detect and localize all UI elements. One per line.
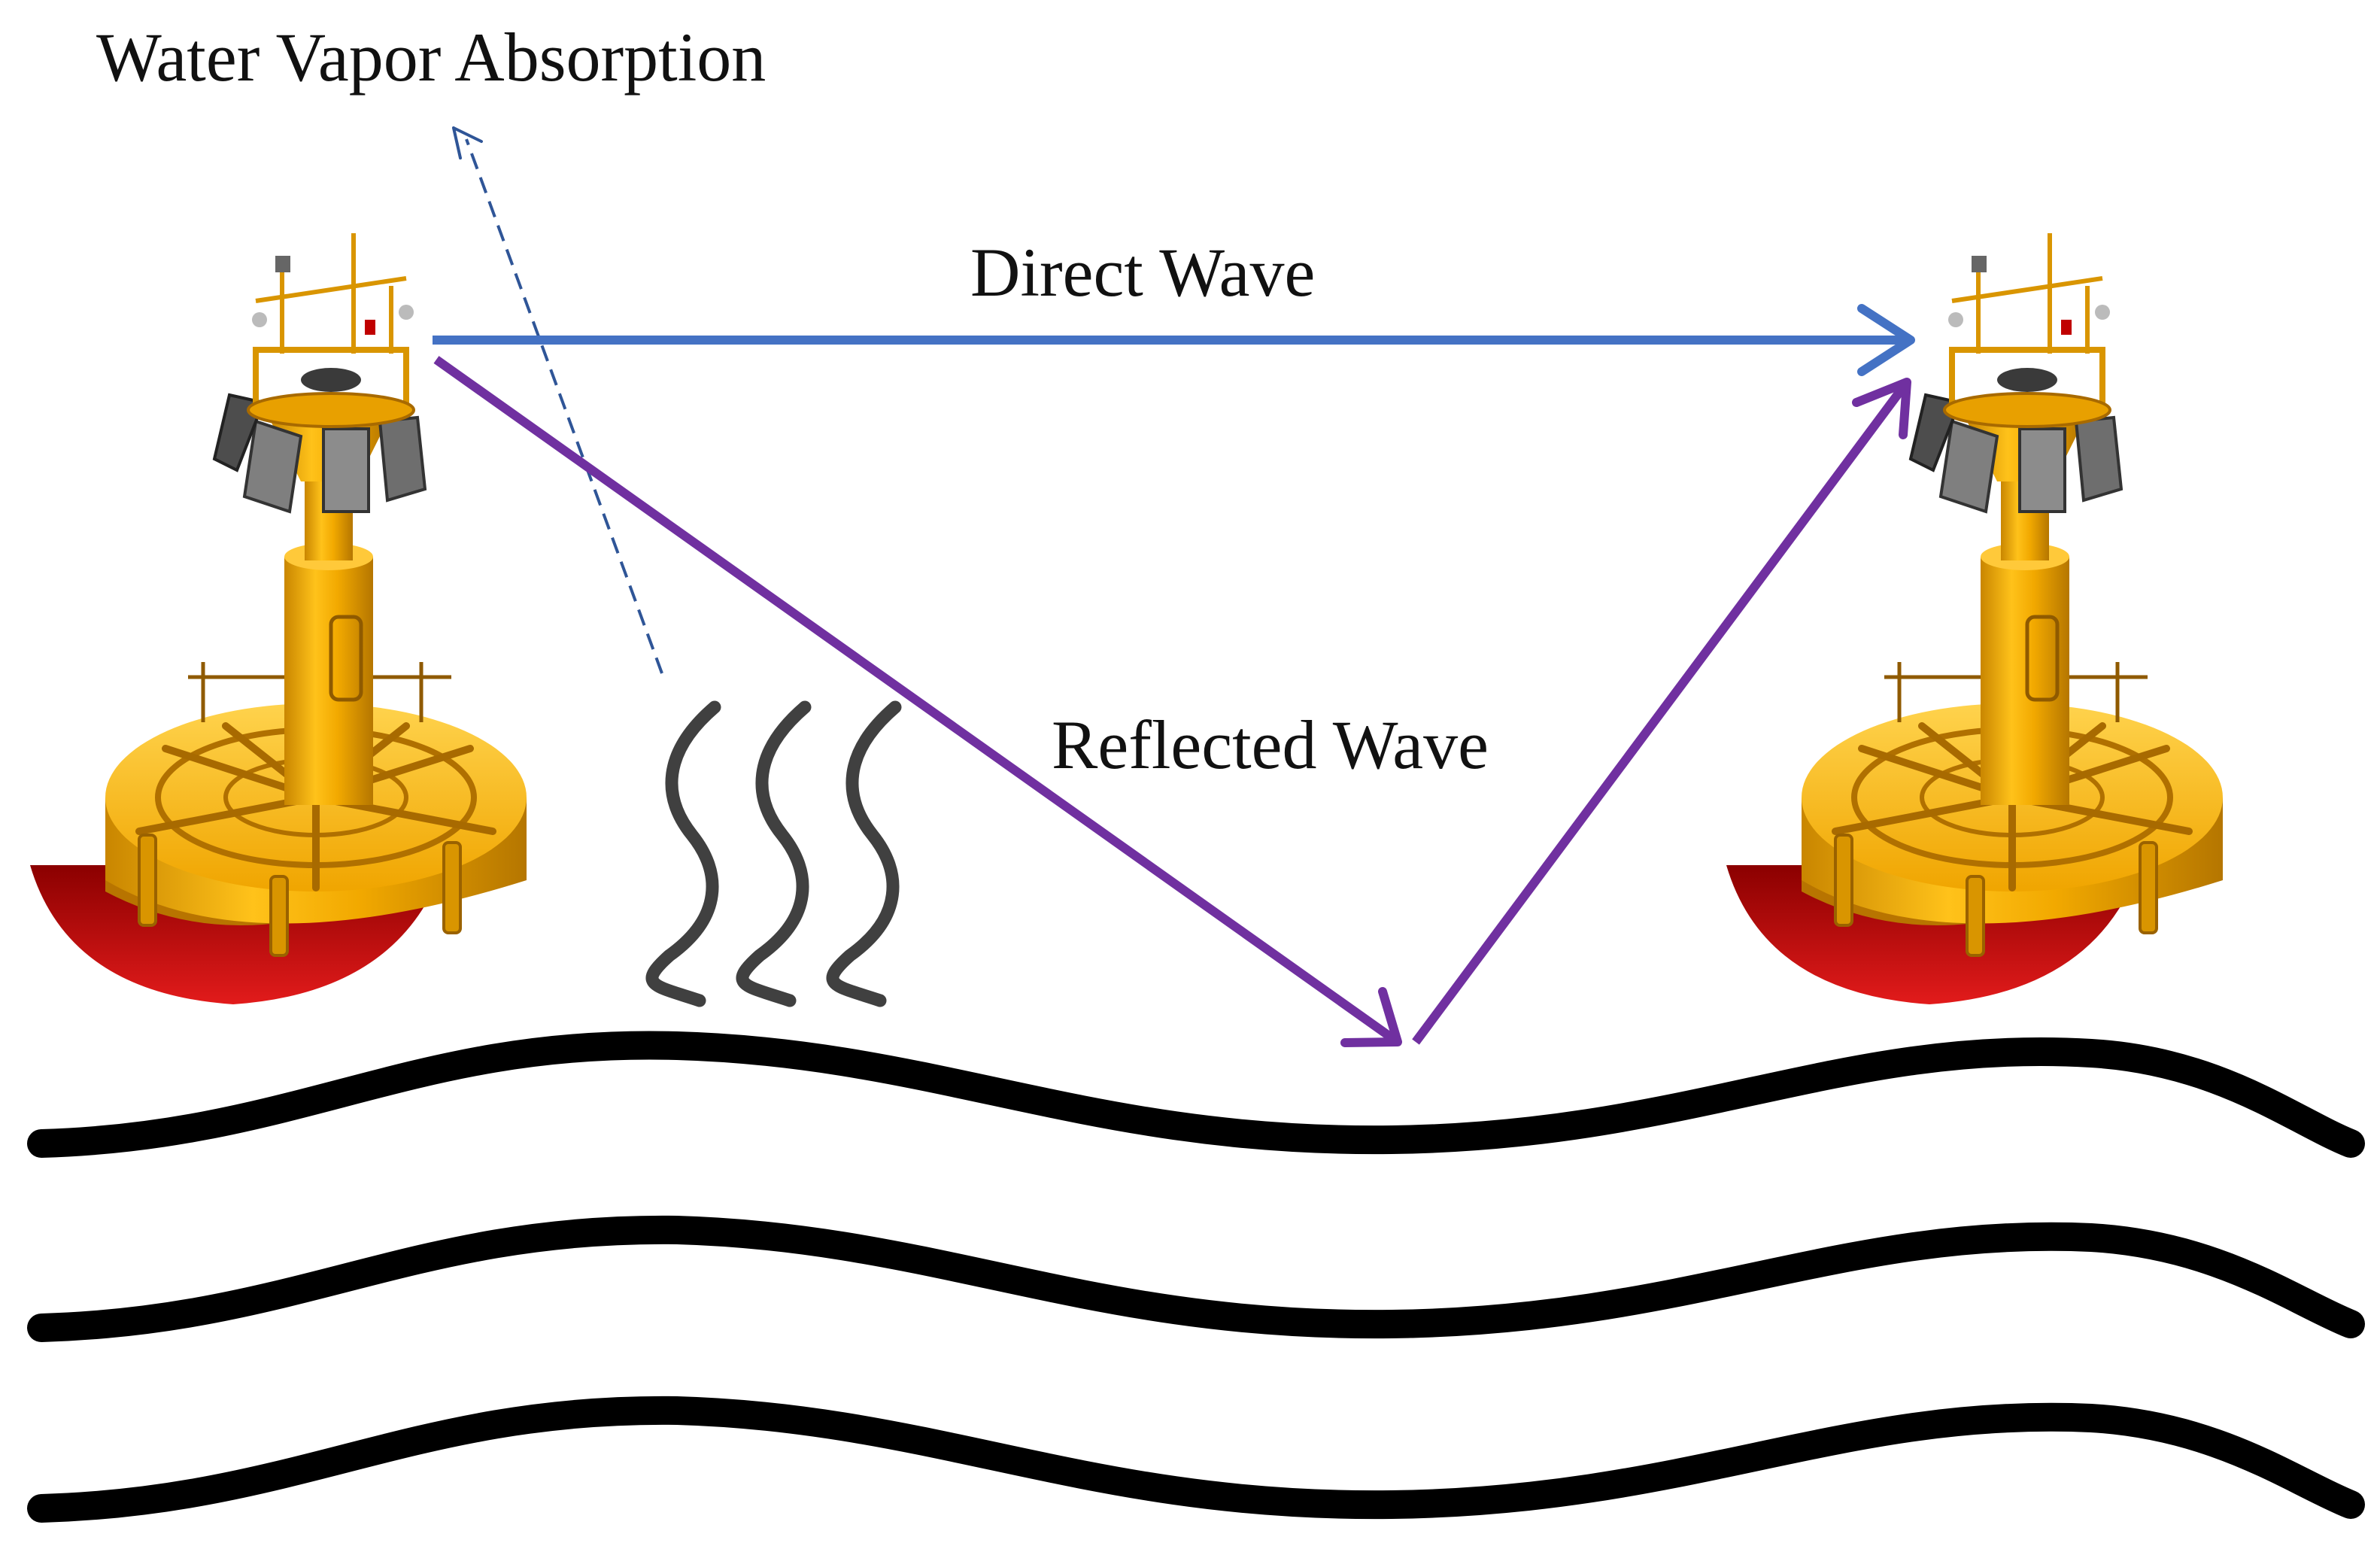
water-vapor-squiggles-icon <box>645 700 902 1007</box>
direct-wave-label: Direct Wave <box>970 234 1316 311</box>
right-buoy-icon <box>1726 233 2223 1004</box>
sea-wave-2 <box>27 1215 2365 1342</box>
reflected-wave-label: Reflected Wave <box>1052 706 1489 783</box>
water-vapor-absorption-label: Water Vapor Absorption <box>96 19 767 96</box>
sea-wave-1 <box>27 1031 2365 1158</box>
reflected-wave-reflected-arrow <box>1412 378 1911 1045</box>
water-vapor-absorption-arrow <box>452 126 663 674</box>
sea-surface-waves-icon <box>27 1031 2365 1523</box>
sea-wave-3 <box>27 1396 2365 1523</box>
left-buoy-icon <box>30 233 527 1004</box>
reflected-wave-incident-arrow <box>433 356 1402 1047</box>
direct-wave-arrow <box>433 304 1915 376</box>
